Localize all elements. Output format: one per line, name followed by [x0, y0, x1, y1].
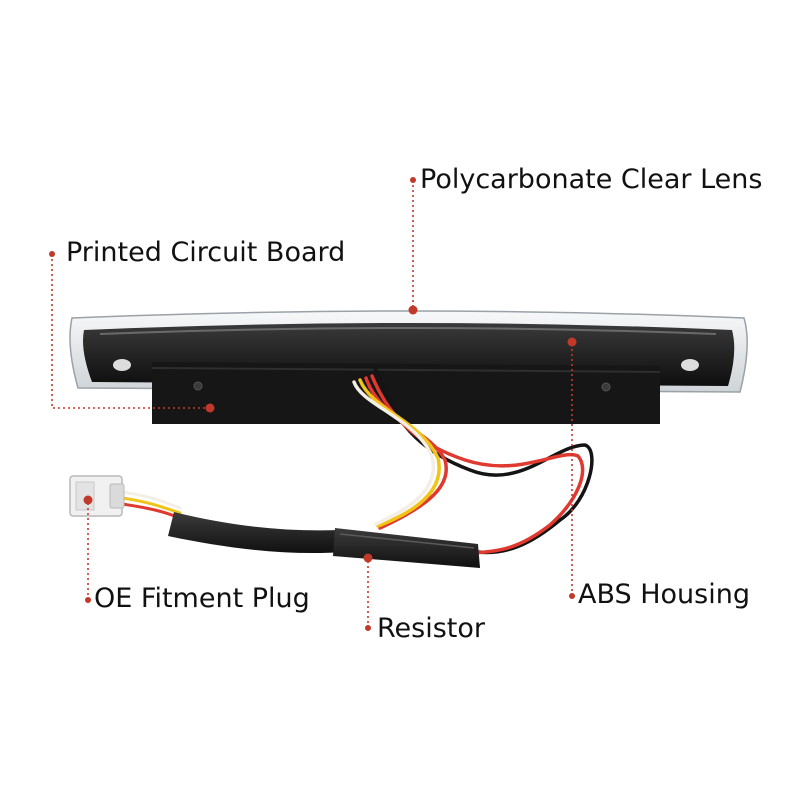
mounting-bracket [152, 362, 660, 424]
leader-dots [49, 177, 577, 631]
resistor-body [333, 528, 480, 568]
wire-plug-white [120, 490, 182, 510]
wire-black-short [373, 366, 390, 402]
mount-hole-right [681, 359, 699, 371]
wiring-harness [120, 366, 594, 555]
brake-light-bar [69, 310, 748, 424]
housing-highlight [99, 327, 717, 335]
label-polycarbonate-clear-lens: Polycarbonate Clear Lens [420, 164, 763, 195]
cable-sleeve [168, 512, 345, 554]
label-printed-circuit-board: Printed Circuit Board [66, 237, 346, 268]
mount-hole-left [113, 359, 131, 371]
oe-fitment-plug [69, 475, 125, 517]
label-resistor: Resistor [377, 613, 485, 644]
wire-white [352, 380, 436, 526]
bracket-screw-right [601, 382, 611, 392]
leader-lines [51, 180, 573, 628]
label-oe-fitment-plug: OE Fitment Plug [94, 583, 310, 614]
wire-plug-yellow [120, 496, 182, 515]
wire-yellow [358, 378, 441, 528]
leader-pcb [51, 254, 210, 409]
bracket-screw-left [193, 381, 203, 391]
label-abs-housing: ABS Housing [578, 579, 750, 610]
